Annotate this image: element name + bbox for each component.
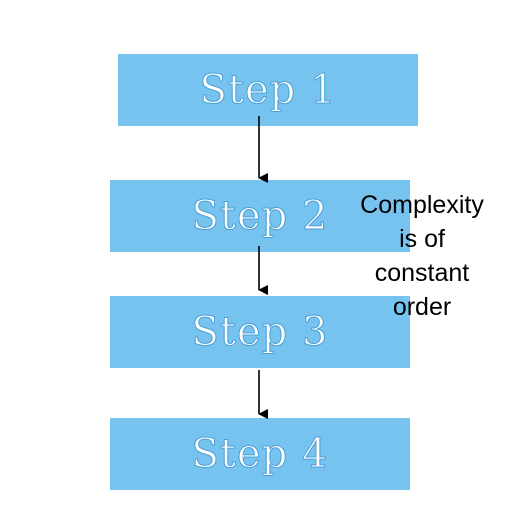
step-1-label: Step 1 [199,67,337,114]
step-1-box: Step 1 [118,54,418,126]
annotation-line-1: Complexity [360,191,484,219]
step-2-label: Step 2 [191,193,329,240]
step-3-label: Step 3 [191,309,329,356]
step-4-box: Step 4 [110,418,410,490]
annotation-line-4: order [392,293,452,321]
complexity-annotation: Complexity is of constant order [336,188,508,324]
step-3-box: Step 3 [110,296,410,368]
step-2-box: Step 2 [110,180,410,252]
annotation-line-2: is of [399,225,445,253]
annotation-line-3: constant [374,259,470,287]
step-4-label: Step 4 [191,431,329,478]
